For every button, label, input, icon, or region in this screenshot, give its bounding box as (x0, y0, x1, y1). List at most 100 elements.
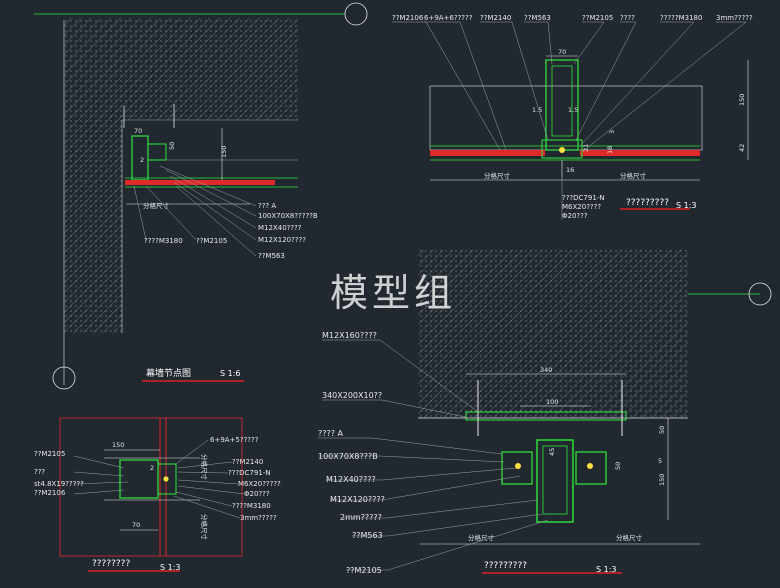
fastener (559, 147, 565, 153)
axis-bubble (52, 366, 76, 390)
callout-text: ???DC791-N (228, 469, 271, 477)
dim-70: 70 (132, 521, 140, 529)
mullion-inner (542, 445, 568, 515)
callout-text: st4.8X19????? (34, 480, 84, 488)
dim-16: 16 (566, 166, 574, 174)
bracket-right (575, 451, 607, 485)
callout-text: ?????M3180 (660, 14, 702, 22)
detail-scale: S 1:3 (160, 563, 181, 572)
dim-2: 2 (140, 156, 144, 164)
dim-1.5: 1.5 (568, 106, 578, 114)
callout-text: 340X200X10?? (322, 391, 382, 400)
axis-label: 分格尺寸 (143, 201, 170, 210)
bracket (147, 143, 167, 161)
dim-45: 45 (548, 448, 556, 456)
callout-text: ??M2140 (232, 458, 263, 466)
callout-text: ??? A (258, 202, 276, 210)
callout-leaders (133, 165, 257, 257)
callout-text: 6+9A+5????? (210, 436, 259, 444)
callout-text: ????M3180 (144, 237, 183, 245)
callout-text: ??M2105 (346, 566, 382, 575)
callout-text: ??M2140 (480, 14, 511, 22)
callout-text: ???DC791-N (562, 194, 605, 202)
callout-text: M12X160???? (322, 331, 377, 340)
mullion-profile (536, 439, 574, 523)
mullion-profile (545, 59, 579, 151)
pressure-plate (541, 139, 583, 159)
callout-text: 3mm????? (716, 14, 753, 22)
dim-70: 70 (134, 127, 142, 135)
callout-text: M12X40???? (326, 475, 376, 484)
callout-text: 100X70X8?????B (258, 212, 318, 220)
axis-bubble (748, 282, 772, 306)
mullion-inner (551, 65, 573, 137)
callout-text: ???? (620, 14, 635, 22)
callout-text: ??M2105 (196, 237, 227, 245)
dim-70: 70 (558, 48, 566, 56)
callout-text: 6+9A+6????? (424, 14, 473, 22)
dim-150: 150 (658, 474, 666, 486)
callout-text: ??M563 (352, 531, 383, 540)
callout-text: ??? (34, 468, 45, 476)
axis-bubble (344, 2, 368, 26)
callout-text: M12X120???? (330, 495, 385, 504)
callout-text: ??M563 (524, 14, 551, 22)
dim-100: 100 (546, 398, 558, 406)
frame-outline (59, 417, 243, 557)
callout-leaders (392, 21, 747, 153)
dim-150: 150 (738, 94, 746, 106)
dim-150: 150 (220, 146, 228, 158)
callout-text: Φ20??? (244, 490, 270, 498)
callout-text: ????M3180 (232, 502, 271, 510)
axis-label: 分格尺寸 (484, 171, 511, 180)
detail-scale: S 1:6 (220, 369, 241, 378)
detail-title: ???????? (92, 559, 130, 569)
dim-2: 2 (150, 464, 154, 472)
concrete-slab-stipple (418, 250, 688, 418)
dim-42: 42 (738, 144, 746, 152)
glass-pane (430, 150, 545, 156)
axis-label: 分格尺寸 (616, 533, 643, 542)
watermark-text: 模型组 (330, 271, 456, 315)
fastener (163, 476, 169, 482)
fastener (515, 463, 521, 469)
callout-text: M6X20???? (562, 203, 601, 211)
dim-21: 21 (582, 144, 590, 152)
fastener (587, 463, 593, 469)
callout-text: ??M2106 (392, 14, 424, 22)
axis-label: 分格尺寸 (468, 533, 495, 542)
dim-5: 5 (658, 457, 662, 465)
callout-text: ??M2105 (34, 450, 65, 458)
detail-b: 70 1.5 1.5 3 21 18 16 150 42 分格尺寸 分格尺寸 ?… (392, 14, 753, 220)
detail-a: 70 2 50 150 分格尺寸 ??? A 100X70X8?????B M1… (34, 2, 368, 390)
detail-title: ????????? (626, 198, 669, 208)
detail-scale: S 1:3 (676, 201, 697, 210)
callout-text: 2mm????? (340, 513, 382, 522)
axis-label: 分格尺寸 (620, 171, 647, 180)
dim-50: 50 (168, 142, 176, 150)
callout-text: M12X120???? (258, 236, 306, 244)
dim-18: 18 (606, 146, 614, 154)
detail-scale: S 1:3 (596, 565, 617, 574)
callout-text: ???? A (318, 429, 344, 438)
callout-text: M6X20????? (238, 480, 281, 488)
concrete-slab-stipple (122, 18, 298, 120)
bracket-left (501, 451, 533, 485)
dim-340: 340 (540, 366, 552, 374)
concrete-column-stipple (64, 18, 122, 333)
embed-plate (465, 411, 627, 421)
pressure-plate (157, 463, 177, 495)
dim-1.5: 1.5 (532, 106, 542, 114)
dim-150: 150 (112, 441, 124, 449)
detail-d: 340 100 45 50 50 150 5 分格尺寸 分格尺寸 M12X (318, 250, 772, 575)
detail-title: ????????? (484, 561, 527, 571)
detail-title: 幕墙节点图 (146, 367, 191, 379)
callout-text: ??M2106 (34, 489, 66, 497)
callout-leaders (318, 339, 549, 571)
callout-text: Φ20??? (562, 212, 588, 220)
callout-text: M12X40???? (258, 224, 302, 232)
dim-50: 50 (658, 426, 666, 434)
callout-text: ??M563 (258, 252, 285, 260)
callout-text: 100X70X8???B (318, 452, 378, 461)
